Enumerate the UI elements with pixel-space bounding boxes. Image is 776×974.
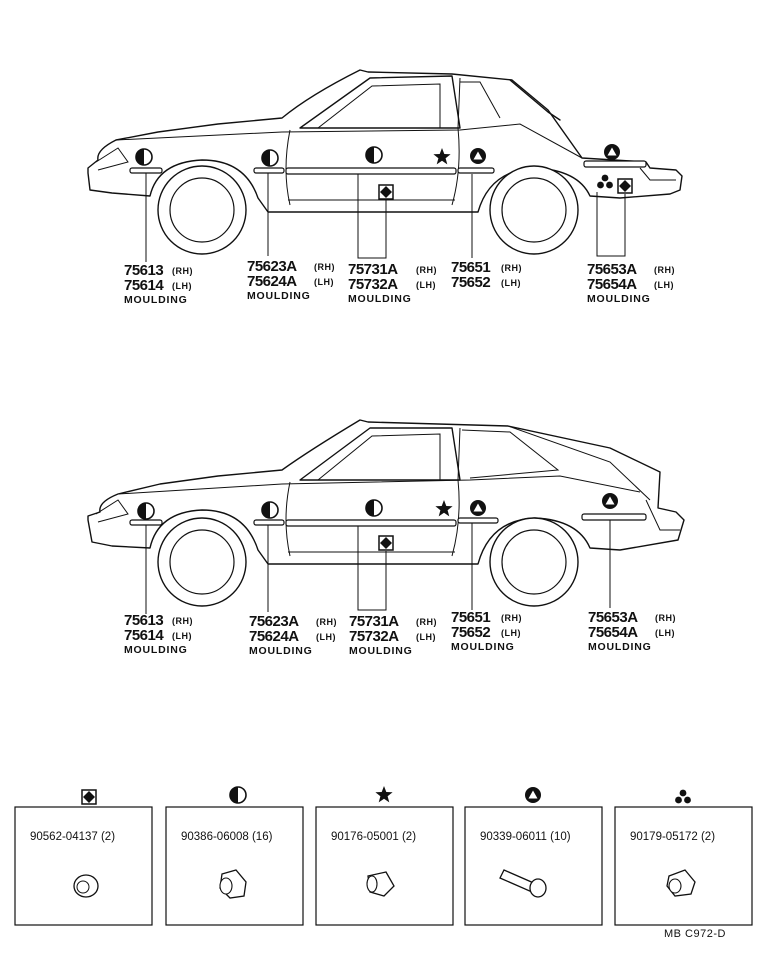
side-label-lh: (LH) <box>501 278 521 288</box>
part-number-rh: 75651 <box>451 259 490 276</box>
part-number-rh: 75731A <box>348 261 398 278</box>
coupe-callouts: 75613(RH)75614(LH)MOULDING75623A(RH)7562… <box>124 258 675 306</box>
part-number-rh: 75653A <box>587 261 637 278</box>
part-number-lh: 75732A <box>349 628 399 645</box>
fastener-part-number: 90179-05172 (2) <box>630 831 715 843</box>
part-description: MOULDING <box>249 645 313 657</box>
part-number-lh: 75652 <box>451 274 490 291</box>
callout-4: 75651 (RH) 75652 (LH) MOULDING <box>451 609 522 653</box>
side-label-rh: (RH) <box>416 617 437 627</box>
side-label-lh: (LH) <box>172 631 192 641</box>
moulding-front-fender <box>129 519 163 526</box>
moulding-front-fender <box>129 167 163 174</box>
fastener-part-number: 90386-06008 (16) <box>181 831 273 843</box>
clip-three-dots-icon <box>666 869 696 897</box>
part-description: MOULDING <box>349 645 413 657</box>
callout-5: 75653A (RH) 75654A (LH)MOULDING <box>588 609 676 653</box>
part-number-rh: 75613 <box>124 612 163 629</box>
fastener-box-clip-star: 90176-05001 (2) <box>315 786 454 926</box>
part-number-rh: 75651 <box>451 609 490 626</box>
moulding-quarter-front <box>457 167 495 174</box>
clip-star-icon <box>366 871 395 897</box>
callout-3: 75731A (RH) 75732A (LH)MOULDING <box>349 613 437 657</box>
part-number-rh: 75623A <box>247 258 297 275</box>
side-label-lh: (LH) <box>172 281 192 291</box>
part-number-lh: 75652 <box>451 624 490 641</box>
moulding-door <box>285 167 457 175</box>
part-number-rh: 75623A <box>249 613 299 630</box>
coupe-car-illustration <box>87 69 683 262</box>
moulding-front-door-edge <box>253 519 285 526</box>
part-number-lh: 75624A <box>247 273 297 290</box>
side-label-rh: (RH) <box>501 263 522 273</box>
coupe-body-outline <box>87 69 683 213</box>
callout-4: 75651 (RH) 75652 (LH) <box>451 259 522 291</box>
side-label-rh: (RH) <box>172 266 193 276</box>
moulding-quarter-rear <box>583 160 647 168</box>
part-number-lh: 75654A <box>588 624 638 641</box>
fastener-part-number: 90339-06011 (10) <box>480 831 571 843</box>
side-label-rh: (RH) <box>654 265 675 275</box>
clip-diamond-icon <box>73 874 99 898</box>
callout-3: 75731A (RH) 75732A (LH) MOULDING <box>348 261 437 305</box>
clip-triangle-icon <box>499 869 547 898</box>
liftback-callouts: 75613(RH)75614(LH)MOULDING75623A(RH)7562… <box>124 609 676 657</box>
part-description: MOULDING <box>124 644 188 656</box>
part-number-rh: 75653A <box>588 609 638 626</box>
part-number-rh: 75613 <box>124 262 163 279</box>
part-number-lh: 75614 <box>124 627 164 644</box>
side-label-rh: (RH) <box>314 262 335 272</box>
liftback-body-outline <box>87 419 685 565</box>
part-description: MOULDING <box>588 641 652 653</box>
moulding-front-door-edge <box>253 167 285 174</box>
fastener-box-clip-half-circle: 90386-06008 (16) <box>165 786 304 926</box>
part-number-lh: 75614 <box>124 277 164 294</box>
moulding-quarter-front <box>457 517 499 524</box>
part-description: MOULDING <box>247 290 311 302</box>
callout-1: 75613 (RH) 75614 (LH) MOULDING <box>124 262 193 306</box>
side-label-rh: (RH) <box>655 613 676 623</box>
part-number-lh: 75654A <box>587 276 637 293</box>
part-number-lh: 75732A <box>348 276 398 293</box>
side-label-lh: (LH) <box>316 632 336 642</box>
moulding-quarter-rear <box>581 513 647 521</box>
fastener-box-clip-triangle: 90339-06011 (10) <box>464 787 603 926</box>
part-description: MOULDING <box>451 641 515 653</box>
callout-2: 75623A (RH) 75624A (LH)MOULDING <box>247 258 335 302</box>
fastener-box-clip-diamond: 90562-04137 (2) <box>14 789 153 926</box>
callout-5: 75653A (RH) 75654A (LH)MOULDING <box>587 261 675 305</box>
side-label-lh: (LH) <box>416 632 436 642</box>
part-number-lh: 75624A <box>249 628 299 645</box>
side-label-lh: (LH) <box>314 277 334 287</box>
part-description: MOULDING <box>587 293 651 305</box>
side-label-lh: (LH) <box>416 280 436 290</box>
moulding-door <box>285 519 457 527</box>
clip-half-circle-icon <box>219 869 247 899</box>
drawing-code: MB C972-D <box>664 928 726 940</box>
side-label-rh: (RH) <box>316 617 337 627</box>
part-description: MOULDING <box>348 293 412 305</box>
fastener-part-number: 90562-04137 (2) <box>30 831 115 843</box>
side-label-lh: (LH) <box>501 628 521 638</box>
side-label-rh: (RH) <box>416 265 437 275</box>
part-description: MOULDING <box>124 294 188 306</box>
fastener-part-number: 90176-05001 (2) <box>331 831 416 843</box>
side-label-rh: (RH) <box>501 613 522 623</box>
callout-1: 75613 (RH) 75614 (LH) MOULDING <box>124 612 193 656</box>
fastener-box-clip-three-dots: 90179-05172 (2) <box>614 789 753 926</box>
fastener-legend: 90562-04137 (2) 90386-06008 (16) 90176-0… <box>14 786 753 926</box>
part-number-rh: 75731A <box>349 613 399 630</box>
liftback-car-illustration <box>87 419 685 614</box>
callout-2: 75623A (RH) 75624A (LH)MOULDING <box>249 613 337 657</box>
side-label-rh: (RH) <box>172 616 193 626</box>
side-label-lh: (LH) <box>654 280 674 290</box>
side-label-lh: (LH) <box>655 628 675 638</box>
